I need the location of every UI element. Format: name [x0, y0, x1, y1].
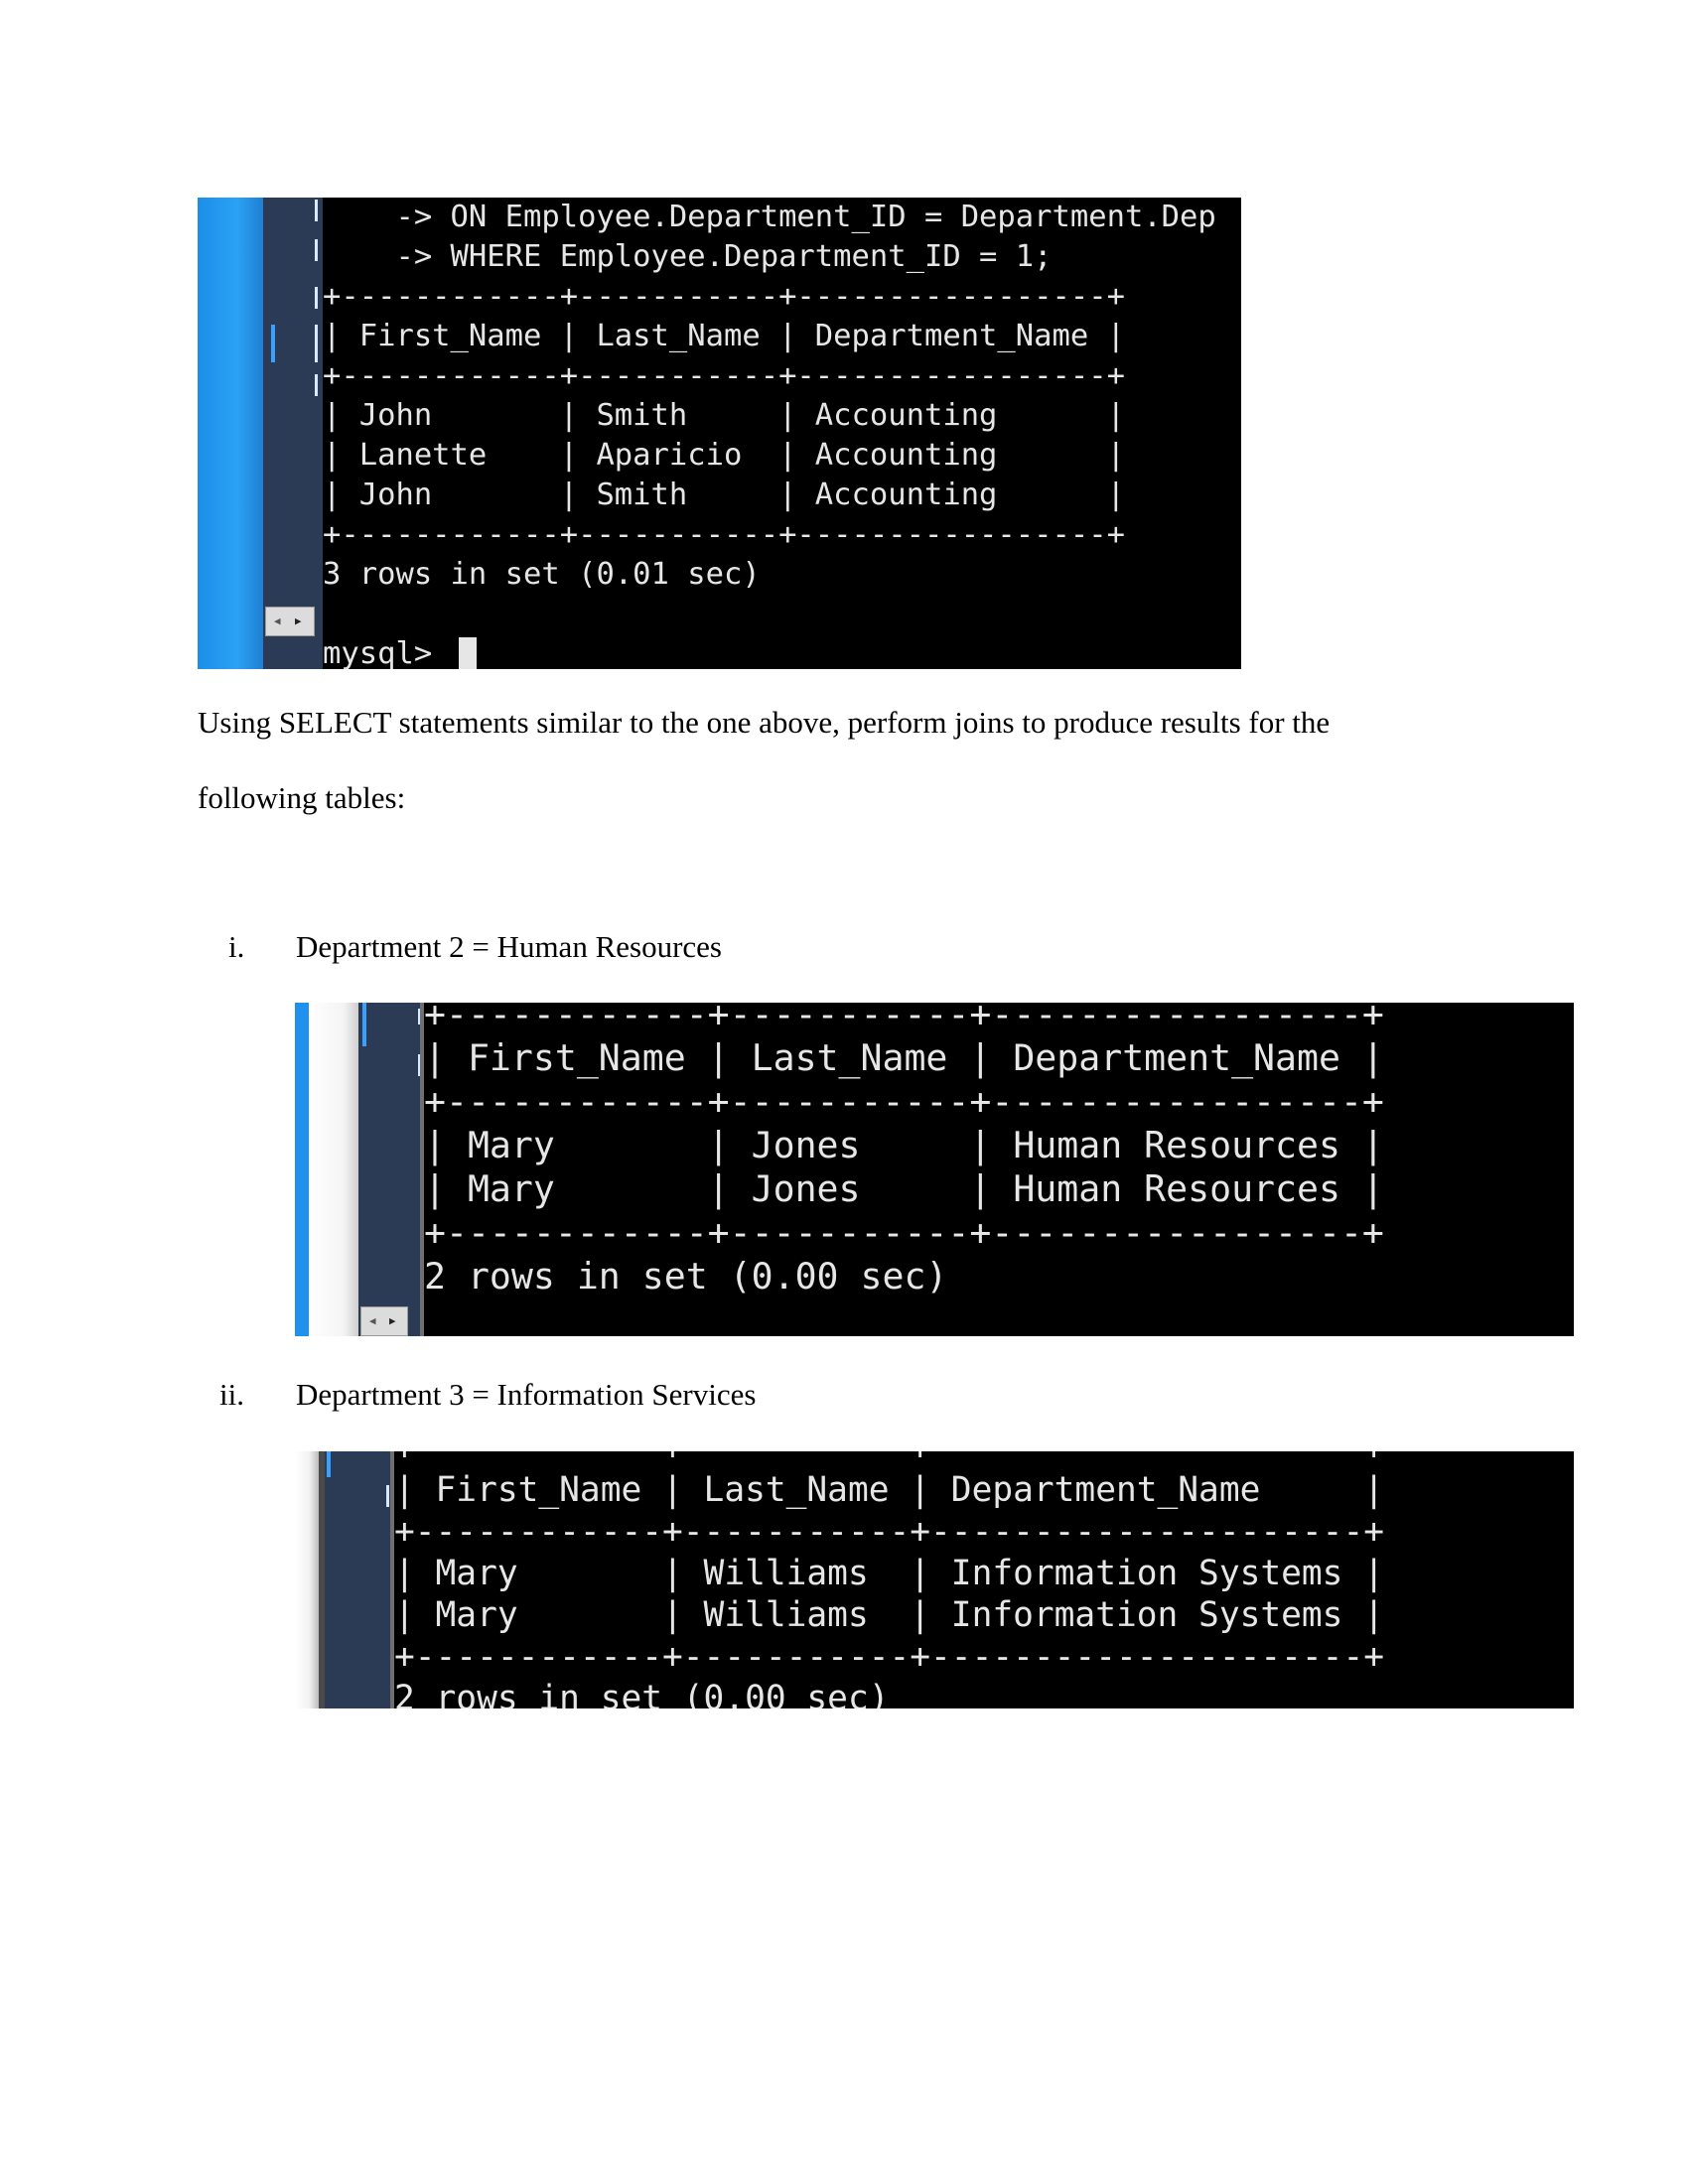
terminal-line: 2 rows in set (0.00 sec): [424, 1255, 948, 1297]
list-marker-ii: ii.: [219, 1377, 244, 1412]
terminal-line: | John | Smith | Accounting |: [323, 478, 1125, 512]
terminal-screenshot-department-1: ◂ ▸ -> ON Employee.Department_ID = Depar…: [198, 198, 1241, 669]
terminal-line: | First_Name | Last_Name | Department_Na…: [424, 1036, 1384, 1079]
terminal-line: +------------+-----------+--------------…: [323, 358, 1125, 393]
editor-gutter: [319, 1451, 396, 1708]
scroll-left-icon[interactable]: ◂: [274, 614, 281, 629]
horizontal-scrollbar[interactable]: ◂ ▸: [360, 1306, 408, 1336]
terminal-screenshot-department-2: ◂ ▸ +------------+-----------+----------…: [295, 1003, 1574, 1336]
horizontal-scrollbar[interactable]: ◂ ▸: [265, 607, 315, 636]
list-item-department-3: Department 3 = Information Services: [296, 1377, 757, 1412]
terminal-screenshot-department-3: +------------+-----------+--------------…: [295, 1451, 1574, 1708]
terminal-line: +------------+-----------+--------------…: [394, 1637, 1384, 1677]
terminal-line: -> WHERE Employee.Department_ID = 1;: [323, 239, 1053, 274]
terminal-output: -> ON Employee.Department_ID = Departmen…: [323, 198, 1241, 669]
terminal-line: 3 rows in set (0.01 sec): [323, 557, 761, 592]
terminal-line: | Lanette | Aparicio | Accounting |: [323, 438, 1125, 473]
intro-line-2: following tables:: [198, 780, 406, 815]
terminal-line: | First_Name | Last_Name | Department_Na…: [394, 1470, 1384, 1510]
terminal-line: | First_Name | Last_Name | Department_Na…: [323, 319, 1125, 353]
intro-line-1: Using SELECT statements similar to the o…: [198, 705, 1331, 740]
scroll-right-icon[interactable]: ▸: [389, 1313, 396, 1329]
text-cursor: [459, 637, 477, 669]
terminal-line: -> ON Employee.Department_ID = Departmen…: [323, 200, 1216, 234]
terminal-line: +------------+-----------+--------------…: [424, 1080, 1384, 1123]
terminal-line: +------------+-----------+--------------…: [424, 1003, 1384, 1035]
scroll-left-icon[interactable]: ◂: [369, 1313, 376, 1329]
terminal-output: +------------+-----------+--------------…: [420, 1003, 1574, 1336]
desktop-background-strip: [198, 198, 263, 669]
scroll-right-icon[interactable]: ▸: [295, 614, 302, 629]
list-marker-i: i.: [228, 929, 245, 964]
terminal-line: 2 rows in set (0.00 sec): [394, 1679, 890, 1708]
mysql-prompt[interactable]: mysql>: [323, 636, 451, 669]
terminal-line: +------------+-----------+--------------…: [424, 1211, 1384, 1254]
terminal-output: +------------+-----------+--------------…: [390, 1451, 1574, 1708]
terminal-line: | John | Smith | Accounting |: [323, 398, 1125, 433]
terminal-line: +------------+-----------+--------------…: [394, 1512, 1384, 1552]
terminal-line: | Mary | Jones | Human Resources |: [424, 1124, 1384, 1166]
desktop-background-strip: [295, 1003, 309, 1336]
terminal-line: | Mary | Williams | Information Systems …: [394, 1595, 1384, 1635]
terminal-line: +------------+-----------+--------------…: [323, 517, 1125, 552]
terminal-line: +------------+-----------+--------------…: [323, 279, 1125, 314]
editor-gutter: [358, 1003, 420, 1336]
editor-gutter: [263, 198, 323, 669]
terminal-line: | Mary | Jones | Human Resources |: [424, 1167, 1384, 1210]
list-item-department-2: Department 2 = Human Resources: [296, 929, 722, 964]
terminal-line: +------------+-----------+--------------…: [394, 1451, 1384, 1469]
terminal-line: | Mary | Williams | Information Systems …: [394, 1554, 1384, 1593]
